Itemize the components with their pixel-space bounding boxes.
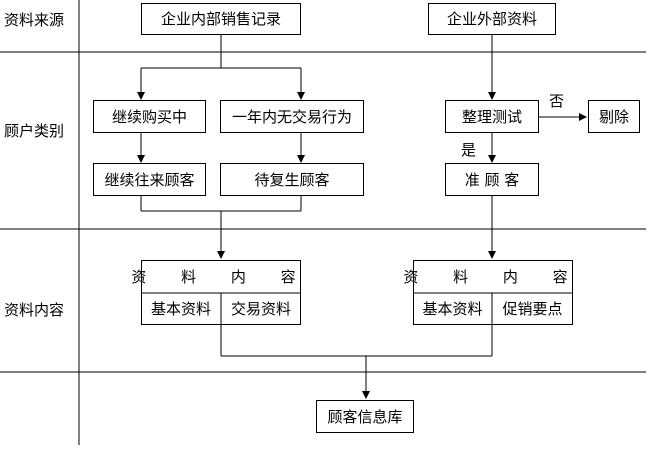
row-label-category: 顾户类别 xyxy=(4,122,65,140)
node-organize-test: 整理测试 xyxy=(445,100,539,133)
content-left-basic: 基本资料 xyxy=(150,300,211,318)
node-external-data: 企业外部资料 xyxy=(428,3,556,35)
edge-label-no: 否 xyxy=(549,92,565,110)
node-continuing-customer: 继续往来顾客 xyxy=(93,163,206,196)
edge-label-yes: 是 xyxy=(461,141,477,159)
row-label-source: 资料来源 xyxy=(4,11,65,29)
content-right-title: 资 料 内 容 xyxy=(403,267,583,286)
content-right-promo: 促销要点 xyxy=(502,300,563,318)
node-prospect-customer: 准 顾 客 xyxy=(445,163,539,196)
node-continue-buying: 继续购买中 xyxy=(93,100,206,133)
node-no-trade-year: 一年内无交易行为 xyxy=(220,100,364,133)
content-box-right xyxy=(413,260,573,325)
row-label-content: 资料内容 xyxy=(4,301,65,319)
node-customer-db: 顾客信息库 xyxy=(316,400,414,433)
node-revive-customer: 待复生顾客 xyxy=(220,163,364,196)
node-internal-sales: 企业内部销售记录 xyxy=(141,3,301,35)
node-delete: 剔除 xyxy=(588,100,640,133)
content-left-title: 资 料 内 容 xyxy=(131,267,311,286)
content-right-basic: 基本资料 xyxy=(422,300,483,318)
content-left-trade: 交易资料 xyxy=(230,300,291,318)
content-box-left xyxy=(141,260,301,325)
